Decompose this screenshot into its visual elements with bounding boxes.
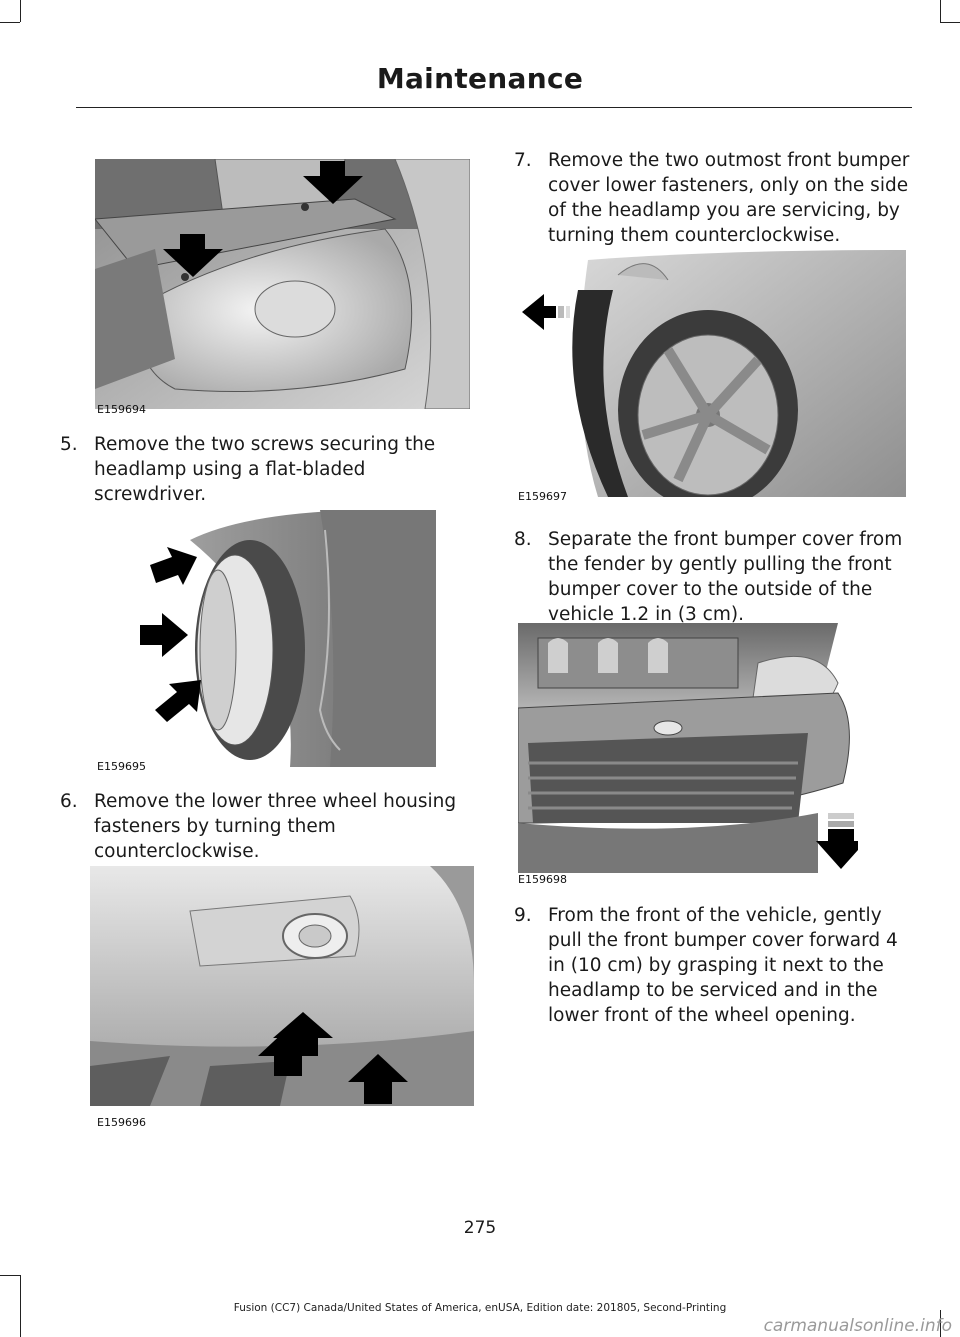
edition-footer: Fusion (CC7) Canada/United States of Ame… xyxy=(233,1302,727,1314)
crop-mark xyxy=(940,1310,941,1337)
crop-mark xyxy=(0,1275,20,1276)
page-number: 275 xyxy=(463,1218,497,1238)
crop-mark xyxy=(940,22,960,23)
figure-code: E159694 xyxy=(97,403,146,416)
step-text: Separate the front bumper cover from the… xyxy=(548,529,903,625)
figure-bumper-lower-fasteners xyxy=(90,866,474,1106)
step-text: From the front of the vehicle, gently pu… xyxy=(548,905,898,1026)
figure-code: E159698 xyxy=(518,873,567,886)
step-number: 7. xyxy=(514,150,532,171)
watermark: carmanualsonline.info xyxy=(763,1316,952,1336)
page-title: Maintenance xyxy=(376,62,584,95)
step-text: Remove the two outmost front bumper cove… xyxy=(548,150,910,246)
step-9: 9. From the front of the vehicle, gently… xyxy=(514,903,914,1028)
figure-code: E159696 xyxy=(97,1116,146,1129)
step-8: 8. Separate the front bumper cover from … xyxy=(514,527,914,627)
figure-bumper-separated xyxy=(518,623,858,873)
step-text: Remove the two screws securing the headl… xyxy=(94,434,436,505)
step-number: 8. xyxy=(514,529,532,550)
step-text: Remove the lower three wheel housing fas… xyxy=(94,791,457,862)
figure-code: E159697 xyxy=(518,490,567,503)
figure-headlamp-screws xyxy=(95,159,470,409)
step-number: 9. xyxy=(514,905,532,926)
crop-mark xyxy=(20,0,21,22)
header-rule xyxy=(76,107,912,108)
step-number: 5. xyxy=(60,434,78,455)
step-6: 6. Remove the lower three wheel housing … xyxy=(60,789,480,864)
step-number: 6. xyxy=(60,791,78,812)
figure-wheel-housing-fasteners xyxy=(140,510,436,767)
figure-code: E159695 xyxy=(97,760,146,773)
step-7: 7. Remove the two outmost front bumper c… xyxy=(514,148,914,248)
crop-mark xyxy=(940,0,941,22)
crop-mark xyxy=(0,22,20,23)
crop-mark xyxy=(20,1275,21,1337)
step-5: 5. Remove the two screws securing the he… xyxy=(60,432,480,507)
figure-bumper-cover-fasteners xyxy=(518,250,906,497)
